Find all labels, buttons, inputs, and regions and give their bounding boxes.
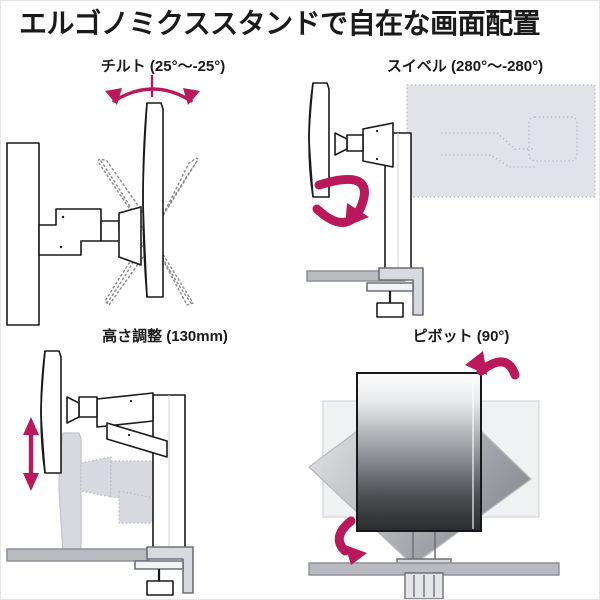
tilt-arrow-icon — [105, 75, 200, 105]
panel-pivot-illustration — [301, 345, 599, 599]
panel-height-illustration — [1, 345, 301, 599]
arm-joint — [334, 122, 394, 168]
panel-tilt-illustration — [1, 75, 301, 326]
swivel-ghost-panel — [406, 84, 596, 198]
screw-dot — [375, 157, 379, 161]
panel-height: 高さ調整 (130mm) — [1, 319, 301, 599]
desk-surface — [308, 562, 560, 576]
panel-swivel-illustration — [301, 75, 599, 325]
panel-tilt: チルト (25°〜-25°) — [1, 49, 301, 326]
panel-pivot: ピボット (90°) — [301, 319, 599, 599]
panel-swivel: スイベル (280°〜-280°) — [301, 49, 599, 319]
desk-clamp — [366, 267, 424, 318]
page-title: エルゴノミクススタンドで自在な画面配置 — [19, 8, 541, 39]
screw-dot — [59, 245, 63, 249]
panel-swivel-caption: スイベル (280°〜-280°) — [386, 58, 544, 75]
swivel-arrow-icon — [312, 174, 369, 227]
screw-dot — [127, 433, 131, 437]
pivot-arrow-icon — [334, 351, 520, 565]
desk-clamp — [404, 572, 444, 599]
arm-joint — [38, 206, 142, 266]
wall-pole — [6, 142, 40, 326]
panel-tilt-caption: チルト (25°〜-25°) — [100, 58, 226, 75]
screw-dot — [61, 215, 65, 219]
screw-dot — [129, 399, 133, 403]
monitor-side-view — [308, 82, 330, 198]
desk-clamp — [134, 546, 194, 596]
screw-dot — [375, 129, 379, 133]
monitor-side-view — [40, 350, 62, 474]
panel-height-caption: 高さ調整 (130mm) — [102, 328, 228, 345]
desk-pole — [152, 394, 186, 550]
monitor-front-portrait — [356, 372, 482, 532]
height-arrow-icon — [23, 417, 39, 491]
panel-pivot-caption: ピボット (90°) — [412, 328, 510, 345]
desk-surface — [6, 548, 150, 562]
monitor-side-view — [142, 102, 164, 298]
arm-joint — [66, 392, 168, 458]
